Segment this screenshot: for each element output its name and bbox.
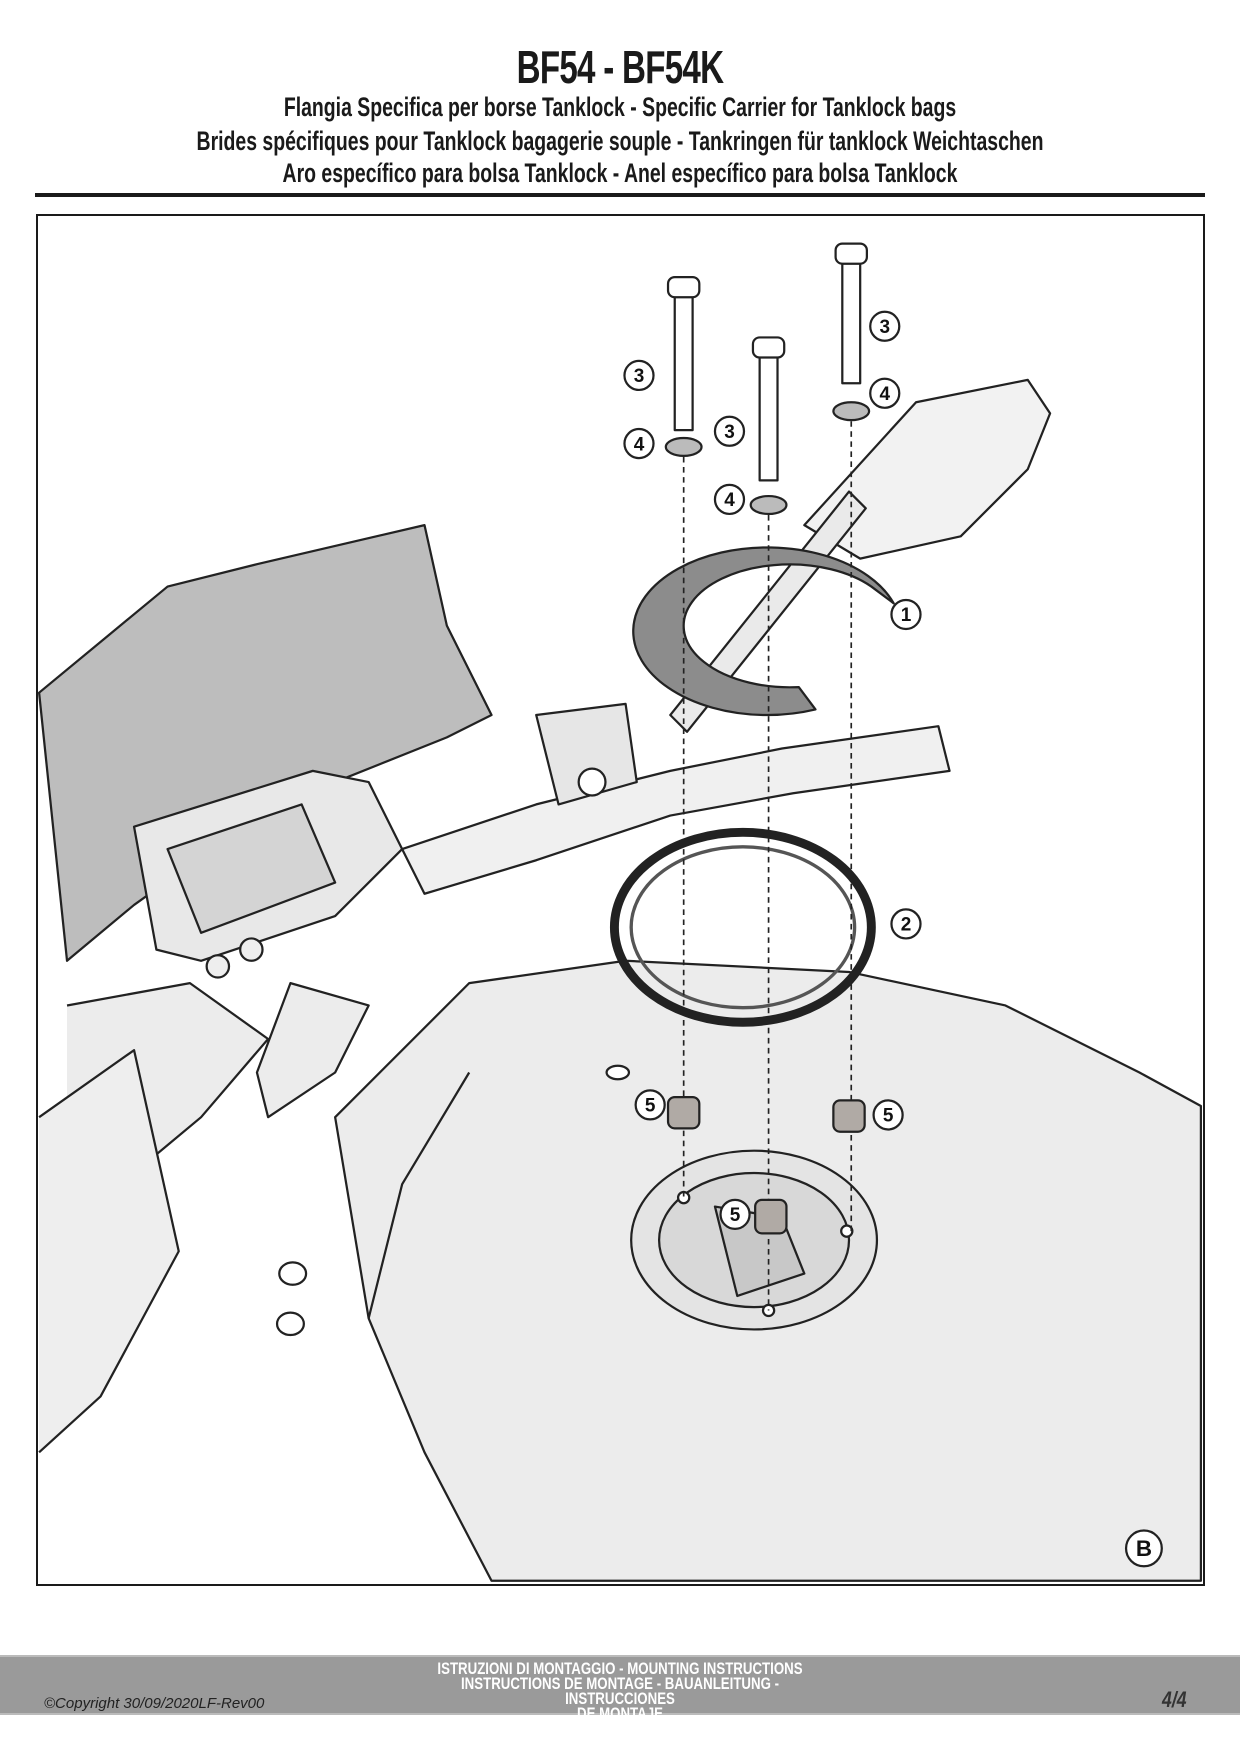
svg-text:4: 4 — [879, 384, 890, 405]
subtitle-fr-de: Brides spécifiques pour Tanklock bagager… — [196, 126, 1044, 156]
callout-5: 5 — [872, 1099, 904, 1131]
svg-text:3: 3 — [879, 317, 890, 338]
callout-5: 5 — [634, 1089, 666, 1121]
callout-1: 1 — [890, 598, 922, 631]
header-rule — [35, 193, 1205, 197]
footer-title: ISTRUZIONI DI MONTAGGIO - MOUNTING INSTR… — [433, 1659, 807, 1723]
svg-text:4: 4 — [724, 490, 735, 511]
footer-line-2: INSTRUCTIONS DE MONTAGE - BAUANLEITUNG -… — [461, 1674, 779, 1708]
page-number: 4/4 — [1162, 1687, 1187, 1712]
svg-text:4: 4 — [634, 434, 645, 455]
view-label-b: B — [1124, 1529, 1163, 1568]
washers — [664, 401, 871, 516]
footer-line-1: ISTRUZIONI DI MONTAGGIO - MOUNTING INSTR… — [437, 1659, 803, 1678]
footer-line-3: DE MONTAJE — [577, 1704, 663, 1723]
callout-3: 3 — [869, 310, 901, 342]
copyright: ©Copyright 30/09/2020LF-Rev00 — [44, 1695, 265, 1712]
subtitle-es-pt: Aro específico para bolsa Tanklock - Ane… — [282, 158, 958, 188]
svg-text:2: 2 — [901, 915, 912, 936]
subtitle-it-en: Flangia Specifica per borse Tanklock - S… — [283, 92, 957, 122]
spacers — [666, 1095, 866, 1235]
callout-5: 5 — [719, 1198, 751, 1231]
callout-2: 2 — [890, 908, 922, 940]
svg-text:3: 3 — [634, 366, 645, 387]
callout-4: 4 — [713, 483, 746, 516]
diagram-frame — [36, 214, 1205, 1586]
svg-text:5: 5 — [883, 1106, 894, 1127]
footer-bar: ©Copyright 30/09/2020LF-Rev00 ISTRUZIONI… — [0, 1655, 1240, 1722]
mirror — [803, 378, 1052, 560]
callout-4: 4 — [623, 427, 655, 460]
callout-4: 4 — [869, 377, 901, 409]
part-2-ring — [609, 827, 876, 1027]
handlebar — [401, 725, 951, 895]
svg-text:1: 1 — [901, 605, 912, 626]
part-1-flange — [632, 546, 895, 717]
svg-text:B: B — [1136, 1536, 1152, 1561]
document-title: BF54 - BF54K — [516, 41, 724, 93]
svg-text:5: 5 — [645, 1096, 656, 1117]
callout-3: 3 — [713, 415, 746, 447]
bolts — [666, 242, 868, 482]
svg-text:5: 5 — [730, 1205, 741, 1226]
callout-3: 3 — [623, 359, 655, 392]
svg-text:3: 3 — [724, 422, 735, 443]
